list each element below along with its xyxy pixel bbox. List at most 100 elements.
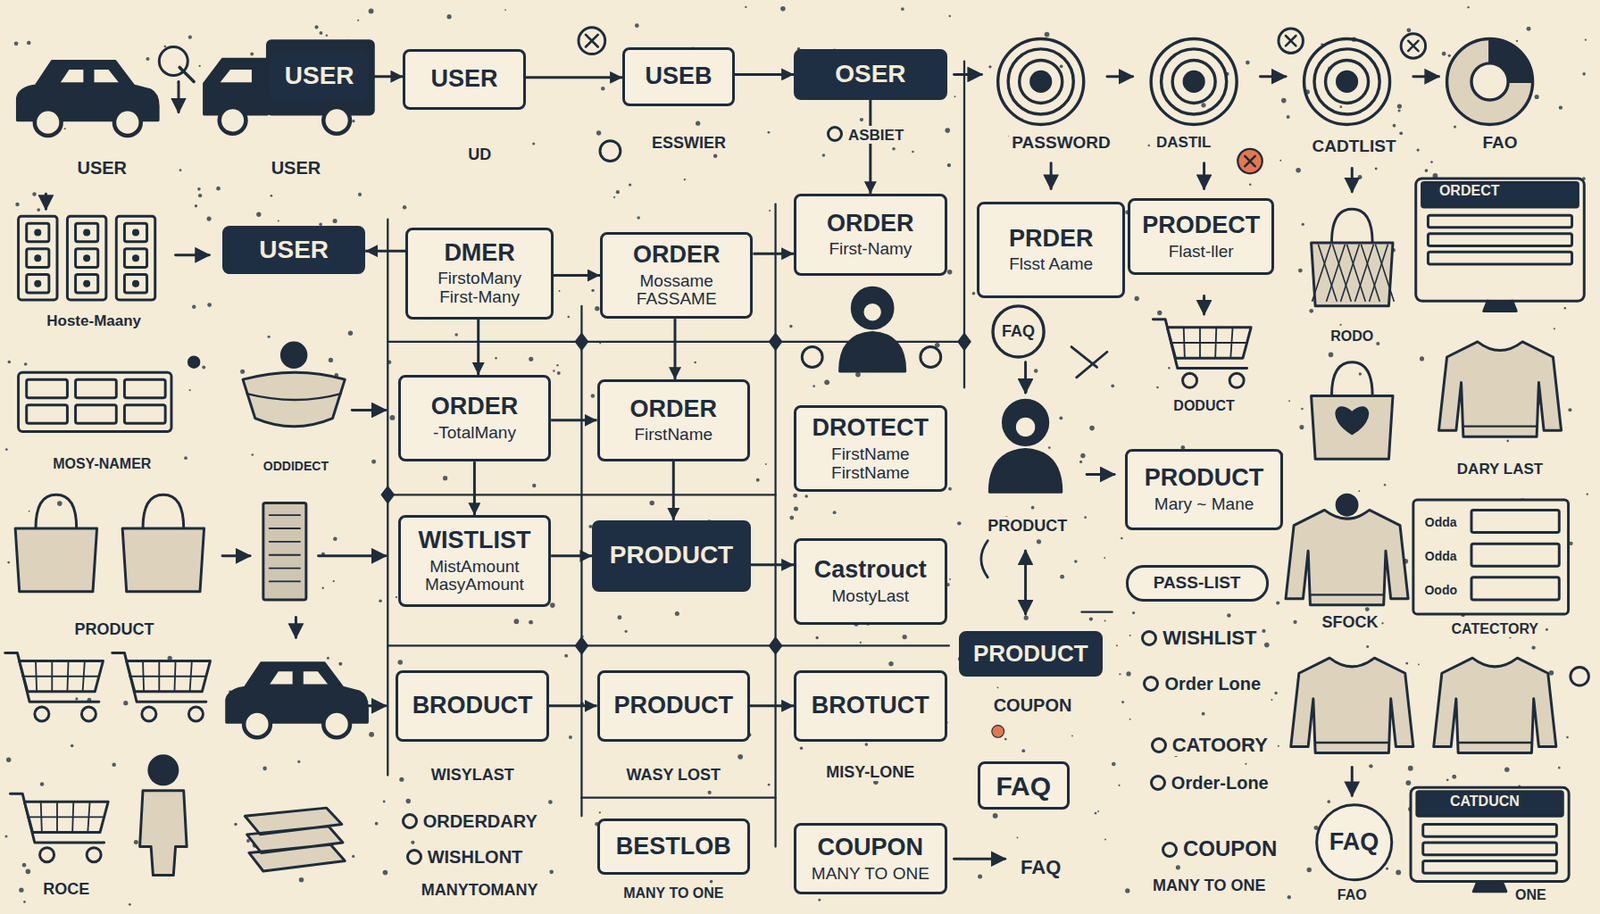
speckle-dot	[1567, 408, 1572, 412]
speckle-dot	[1405, 780, 1411, 786]
circle-node: FAQ	[1313, 801, 1395, 884]
speckle-dot	[768, 209, 771, 212]
speckle-dot	[1175, 865, 1181, 870]
speckle-dot	[1089, 616, 1093, 621]
speckle-dot	[793, 506, 799, 511]
cart-wheel	[34, 707, 50, 722]
speckle-dot	[351, 855, 355, 859]
label-text: USER	[74, 158, 130, 179]
monitor-header	[1416, 791, 1563, 817]
process-box: ORDERFirstName	[597, 379, 750, 461]
label-text: PASSWORD	[1008, 133, 1113, 153]
speckle-dot	[1125, 671, 1131, 676]
bag-handle	[1331, 208, 1373, 243]
speckle-dot	[568, 735, 573, 740]
speckle-dot	[1121, 700, 1125, 704]
speckle-dot	[1129, 634, 1132, 637]
junction-diamond	[958, 333, 971, 350]
node-body-text: MistAmount MasyAmount	[409, 558, 540, 596]
speckle-dot	[1133, 296, 1139, 301]
speckle-dot	[357, 19, 359, 22]
speckle-dot	[123, 700, 128, 706]
speckle-dot	[6, 758, 11, 763]
sweater-hem	[1309, 593, 1384, 596]
speckle-dot	[1441, 51, 1447, 57]
speckle-dot	[548, 800, 553, 805]
speckle-dot	[1275, 600, 1280, 605]
speckle-dot	[1111, 762, 1117, 767]
speckle-dot	[997, 686, 1000, 689]
target-ring	[998, 38, 1084, 125]
chart-hole	[1471, 63, 1509, 100]
cabinet-drawer	[75, 223, 99, 242]
flow-arrow	[1413, 75, 1440, 78]
flow-arrow	[175, 253, 210, 257]
person-head	[1336, 494, 1358, 516]
speckle-dot	[1129, 718, 1132, 721]
process-box: BESTLOB	[597, 818, 750, 875]
speckle-dot	[900, 7, 905, 11]
sweater-icon	[1433, 658, 1557, 753]
speckle-dot	[744, 6, 747, 9]
label-text: WISYLAST	[428, 766, 517, 785]
cart-basket	[24, 801, 109, 833]
speckle-dot	[447, 14, 452, 19]
target-ring	[1304, 38, 1391, 125]
label-text: CATECTORY	[1449, 621, 1542, 638]
node-heading: PRDER	[988, 225, 1114, 253]
process-box: WISTLISTMistAmount MasyAmount	[398, 515, 551, 608]
speckle-dot	[1416, 148, 1420, 151]
grid-wire	[387, 493, 775, 496]
target-ring	[1325, 59, 1369, 103]
speckle-dot	[1399, 131, 1403, 135]
label-text: ORDECT	[1436, 183, 1503, 200]
node-heading: PASS-LIST	[1139, 574, 1256, 593]
speckle-dot	[378, 599, 383, 603]
speckle-dot	[948, 487, 952, 492]
speckle-dot	[1397, 103, 1402, 109]
speckle-dot	[1584, 39, 1587, 42]
label-text: SFOCK	[1319, 613, 1382, 633]
car-wheel	[114, 108, 142, 136]
cart-basket	[1166, 327, 1251, 359]
speckle-dot	[1287, 895, 1292, 900]
speckle-dot	[1566, 736, 1569, 740]
speckle-dot	[1048, 446, 1051, 450]
label-text: UD	[465, 145, 494, 165]
speckle-dot	[767, 131, 771, 134]
search-handle	[179, 66, 194, 82]
node-body-text: Flast-ller	[1139, 242, 1263, 262]
flow-arrow	[1202, 163, 1206, 190]
speckle-dot	[454, 333, 459, 337]
node-heading: ORDER	[608, 396, 739, 424]
speckle-dot	[25, 869, 32, 875]
person-body	[840, 333, 906, 372]
cart-grid	[27, 816, 105, 819]
speckle-dot	[179, 168, 183, 172]
flow-arrow	[1202, 295, 1206, 315]
node-body-text: -TotalMany	[409, 424, 540, 443]
cabinet-drawer	[124, 249, 147, 268]
small-circle	[600, 141, 621, 162]
speckle-dot	[145, 57, 150, 61]
bag-handle	[35, 494, 77, 529]
target-center	[1183, 71, 1205, 92]
speckle-dot	[947, 163, 951, 167]
label-text: Odda	[1422, 515, 1460, 530]
node-heading: PRODUCT	[1136, 465, 1272, 492]
speckle-dot	[1226, 613, 1231, 617]
node-heading: ORDER	[611, 241, 742, 269]
speckle-dot	[1279, 159, 1282, 162]
cart-wheel	[141, 707, 157, 722]
speckle-dot	[1506, 440, 1509, 443]
speckle-dot	[1385, 867, 1389, 871]
speckle-dot	[1079, 460, 1083, 464]
label-text: FAQ	[999, 322, 1038, 342]
speckle-dot	[528, 620, 534, 625]
close-circle	[1278, 28, 1303, 53]
cabinet	[18, 216, 58, 300]
speckle-dot	[1104, 620, 1107, 623]
bag-handle	[1331, 362, 1373, 397]
node-body-text: MostyLast	[805, 587, 935, 607]
label-text: WASY LOST	[623, 766, 724, 785]
